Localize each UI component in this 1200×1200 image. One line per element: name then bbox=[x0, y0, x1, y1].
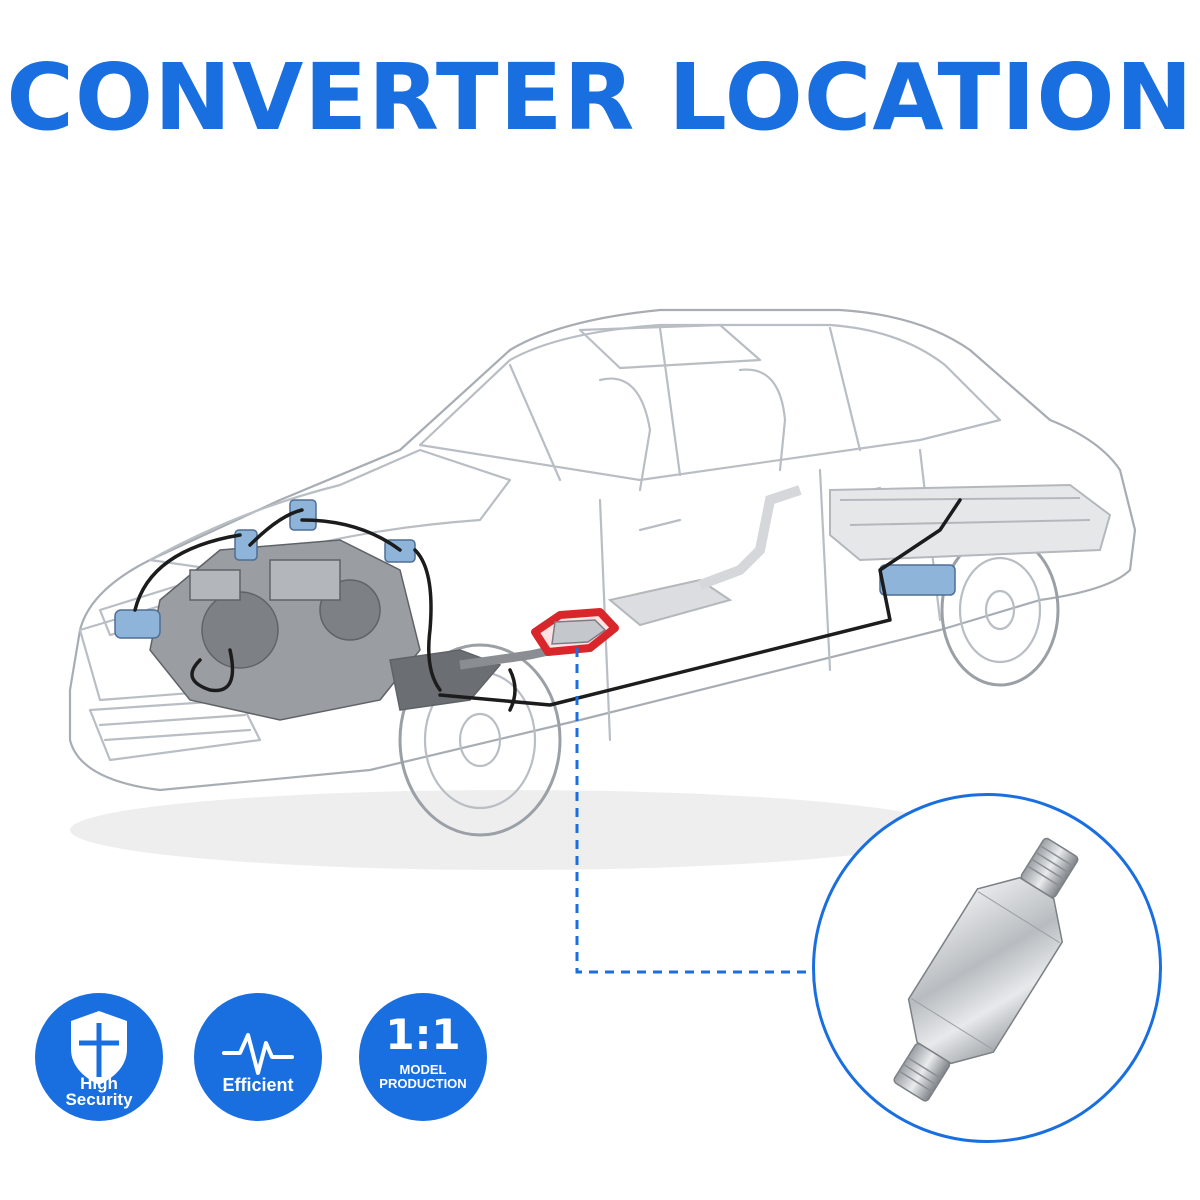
pulse-icon bbox=[222, 1033, 294, 1075]
badge-label-line1: MODEL bbox=[399, 1062, 447, 1077]
badge-label-line1: High bbox=[80, 1074, 118, 1093]
badge-efficient: Efficient bbox=[194, 993, 322, 1121]
catalytic-converter-icon bbox=[893, 837, 1079, 1102]
shield-icon bbox=[71, 1011, 127, 1085]
page-title: CONVERTER LOCATION bbox=[6, 44, 1194, 151]
badge-model-production: 1:1 MODEL PRODUCTION bbox=[359, 993, 487, 1121]
zoom-circle bbox=[812, 793, 1162, 1143]
badge-high-security: High Security bbox=[35, 993, 163, 1121]
badge-big-text: 1:1 bbox=[385, 1010, 461, 1059]
badge-label: Efficient bbox=[222, 1075, 294, 1095]
badge-label-line2: PRODUCTION bbox=[379, 1076, 467, 1091]
badge-label-line2: Security bbox=[65, 1090, 133, 1109]
